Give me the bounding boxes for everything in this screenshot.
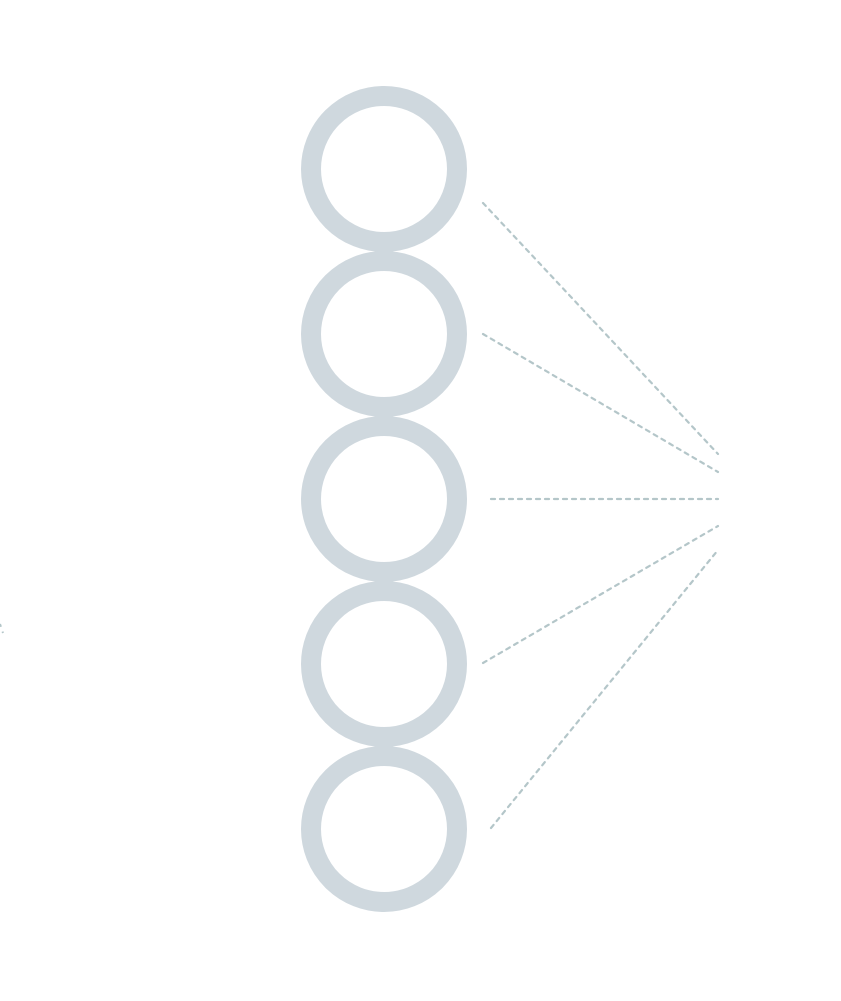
neuron-node-4 — [301, 581, 467, 747]
node-layer — [301, 86, 467, 912]
neuron-node-2 — [301, 251, 467, 417]
partial-connector-edge — [0, 623, 4, 634]
connector-line-1 — [481, 201, 720, 456]
connector-line-5 — [489, 548, 720, 830]
neuron-node-5 — [301, 746, 467, 912]
neuron-node-1 — [301, 86, 467, 252]
connector-layer — [481, 201, 720, 830]
connector-line-4 — [481, 524, 720, 665]
connector-line-2 — [481, 332, 720, 474]
neuron-node-3 — [301, 416, 467, 582]
